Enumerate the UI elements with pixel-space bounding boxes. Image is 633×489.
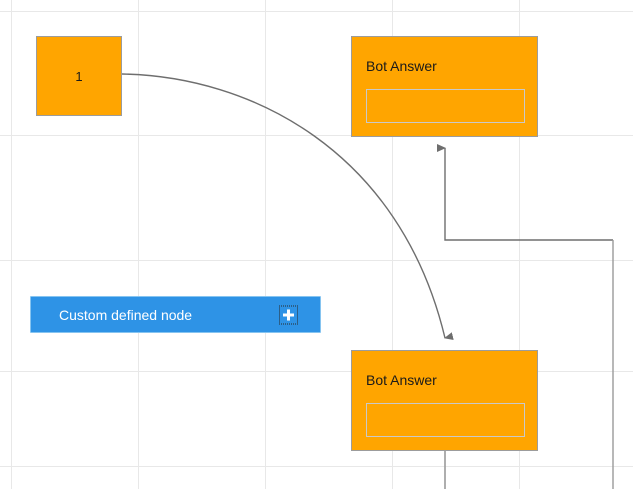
plus-icon-vertical-bar: [287, 309, 290, 320]
node-bot-answer-bottom-slot[interactable]: [366, 403, 525, 437]
custom-defined-node-chip[interactable]: Custom defined node: [30, 296, 321, 333]
plus-icon[interactable]: [279, 305, 298, 324]
node-bot-answer-top[interactable]: Bot Answer: [351, 36, 538, 137]
node-bot-answer-bottom-title: Bot Answer: [366, 372, 437, 388]
edge-right-to-top[interactable]: [437, 144, 613, 241]
node-bot-answer-top-slot[interactable]: [366, 89, 525, 123]
custom-defined-node-label: Custom defined node: [59, 306, 193, 323]
edge-start-to-bottom[interactable]: [121, 73, 454, 341]
node-start-label: 1: [75, 68, 83, 84]
node-start[interactable]: 1: [36, 36, 122, 116]
node-bot-answer-top-title: Bot Answer: [366, 58, 437, 74]
node-bot-answer-bottom[interactable]: Bot Answer: [351, 350, 538, 451]
